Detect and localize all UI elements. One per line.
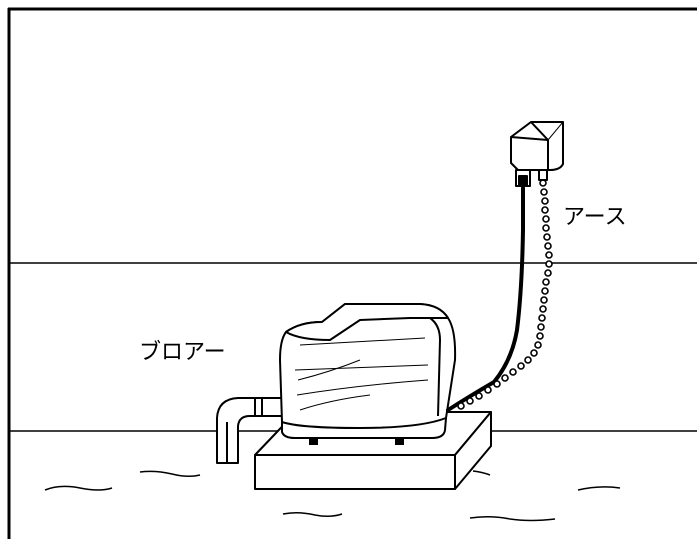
frame [7, 7, 697, 539]
ground-waves [44, 470, 621, 522]
power-outlet-icon [510, 121, 564, 187]
blower-label: ブロアー [139, 340, 226, 365]
blower-feet [309, 437, 404, 445]
blower-unit-icon [279, 303, 457, 439]
ground-wire-icon [457, 179, 553, 410]
earth-label: アース [563, 205, 627, 230]
power-cable [446, 186, 525, 412]
